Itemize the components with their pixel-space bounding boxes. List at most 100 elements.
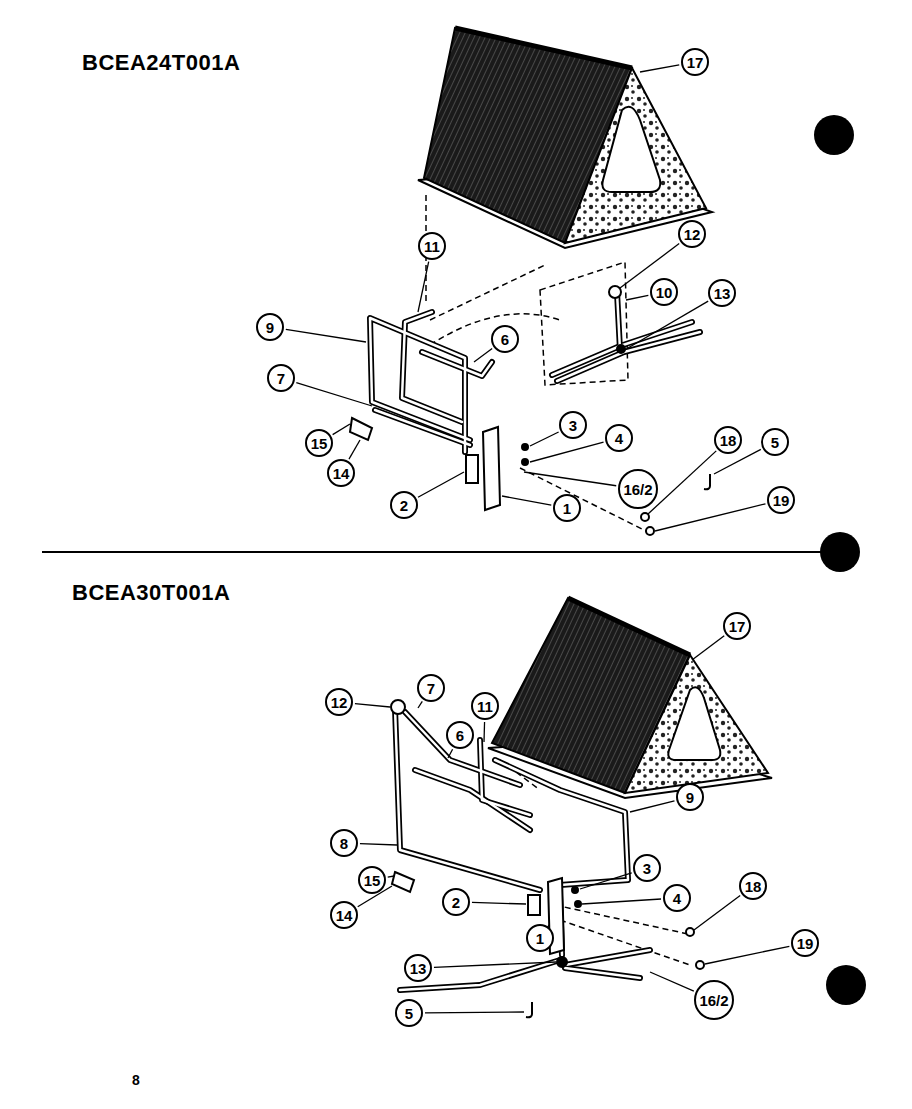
callout-number: 7: [267, 364, 295, 392]
label-text: 19: [797, 935, 814, 952]
label-text: 15: [364, 872, 381, 889]
label-text: 6: [456, 727, 464, 744]
model-heading: BCEA30T001A: [72, 580, 230, 606]
label-text: 15: [311, 435, 328, 452]
label-text: 7: [427, 680, 435, 697]
label-text: 14: [333, 465, 350, 482]
callout-number: 4: [663, 884, 691, 912]
leader-line: [425, 1011, 524, 1013]
leader-line: [530, 432, 559, 446]
leader-line: [626, 295, 648, 300]
leader-line: [648, 451, 716, 514]
leader-line: [694, 896, 740, 930]
callout-number: 5: [395, 999, 423, 1027]
leader-line: [355, 704, 390, 707]
label-text: 17: [687, 54, 704, 71]
callout-number: 3: [633, 854, 661, 882]
leader-line: [434, 962, 556, 967]
leader-line: [474, 349, 492, 362]
label-text: 13: [410, 960, 427, 977]
a-coil: [488, 598, 772, 798]
label-text: 1: [563, 500, 571, 517]
punch-hole: [820, 532, 860, 572]
label-text: 1: [536, 930, 544, 947]
separator: [42, 551, 840, 553]
leader-line: [582, 899, 661, 904]
label-text: 2: [400, 497, 408, 514]
callout-number: 18: [714, 426, 742, 454]
leader-line: [628, 301, 708, 348]
leader-line: [472, 902, 526, 904]
leader-line: [483, 722, 485, 742]
callout-number: 12: [325, 688, 353, 716]
callout-number: 8: [330, 829, 358, 857]
label-text: 12: [684, 226, 701, 243]
callout-number: 17: [723, 612, 751, 640]
label-text: BCEA24T001A: [82, 50, 240, 75]
leader-line: [360, 844, 397, 845]
callout-number: 1: [526, 924, 554, 952]
callout-number: 13: [404, 954, 432, 982]
label-text: 12: [331, 694, 348, 711]
label-text: 16/2: [699, 992, 728, 1009]
callout-number: 7: [417, 674, 445, 702]
callout-number: 16/2: [618, 469, 658, 509]
callout-number: 18: [739, 872, 767, 900]
label-text: 14: [336, 907, 353, 924]
label-text: 5: [771, 434, 779, 451]
callout-number: 14: [330, 901, 358, 929]
callout-number: 3: [559, 411, 587, 439]
leader-line: [286, 329, 366, 342]
callout-number: 2: [390, 491, 418, 519]
label-text: 4: [673, 890, 681, 907]
leader-line: [655, 504, 765, 531]
callout-number: 16/2: [694, 980, 734, 1020]
leader-line: [640, 65, 679, 72]
leader-line: [418, 701, 422, 708]
a-coil: [418, 28, 712, 248]
callout-number: 15: [358, 866, 386, 894]
label-text: 5: [405, 1005, 413, 1022]
leader-line: [530, 442, 604, 462]
leader-line: [705, 946, 789, 964]
leader-line: [448, 749, 453, 758]
leader-line: [349, 440, 360, 459]
assembly-line: [426, 195, 648, 532]
label-text: 3: [643, 860, 651, 877]
tube: [395, 708, 650, 990]
callout-number: 9: [676, 783, 704, 811]
label-text: 17: [729, 618, 746, 635]
label-text: 11: [424, 238, 440, 255]
leader-line: [333, 424, 350, 435]
label-text: 19: [773, 492, 790, 509]
callout-number: 5: [761, 428, 789, 456]
label-text: 4: [615, 430, 623, 447]
callout-number: 4: [605, 424, 633, 452]
leader-line: [388, 876, 394, 877]
callout-number: 14: [327, 459, 355, 487]
page-number: 8: [132, 1072, 140, 1088]
model-heading: BCEA24T001A: [82, 50, 240, 76]
label-text: 2: [452, 894, 460, 911]
callout-number: 12: [678, 220, 706, 248]
callout-number: 9: [256, 313, 284, 341]
callout-number: 13: [708, 279, 736, 307]
leader-line: [692, 636, 724, 660]
leader-line: [502, 496, 551, 505]
callout-number: 10: [650, 278, 678, 306]
label-text: 3: [569, 417, 577, 434]
callout-number: 19: [791, 929, 819, 957]
label-text: 9: [686, 789, 694, 806]
punch-hole: [814, 115, 854, 155]
callout-number: 2: [442, 888, 470, 916]
leader-line: [714, 449, 761, 474]
label-text: 11: [477, 698, 493, 715]
punch-hole: [826, 965, 866, 1005]
label-text: 16/2: [623, 481, 652, 498]
label-text: BCEA30T001A: [72, 580, 230, 605]
callout-number: 15: [305, 429, 333, 457]
label-text: 18: [720, 432, 737, 449]
